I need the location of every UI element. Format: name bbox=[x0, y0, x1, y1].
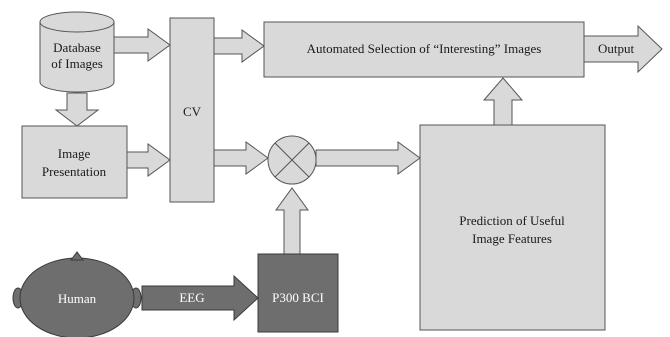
presentation-label-line2: Presentation bbox=[42, 164, 107, 179]
automated-selection-node: Automated Selection of “Interesting” Ima… bbox=[263, 21, 585, 78]
p300-label: P300 BCI bbox=[272, 290, 324, 305]
arrow-presentation-to-cv bbox=[126, 143, 171, 177]
eeg-label: EEG bbox=[179, 290, 204, 305]
automated-selection-label: Automated Selection of “Interesting” Ima… bbox=[307, 41, 542, 56]
prediction-node: Prediction of Useful Image Features bbox=[419, 124, 606, 331]
prediction-label-line1: Prediction of Useful bbox=[459, 213, 565, 228]
p300-bci-node: P300 BCI bbox=[257, 253, 339, 333]
human-label: Human bbox=[58, 291, 97, 306]
output-label: Output bbox=[598, 41, 635, 56]
image-presentation-node: Image Presentation bbox=[21, 125, 128, 199]
arrow-multiplier-to-prediction bbox=[315, 141, 421, 175]
cv-node: CV bbox=[169, 17, 215, 203]
arrow-cv-to-selection bbox=[213, 29, 265, 63]
multiplier-node bbox=[267, 135, 317, 185]
arrow-prediction-to-selection bbox=[482, 77, 524, 126]
presentation-label-line1: Image bbox=[58, 146, 91, 161]
cv-label: CV bbox=[183, 104, 202, 119]
human-node: Human bbox=[12, 251, 142, 337]
eeg-arrow: EEG bbox=[141, 274, 259, 322]
database-of-images-node: Database of Images bbox=[39, 11, 115, 93]
arrow-cv-to-multiplier bbox=[213, 141, 269, 175]
human-nose bbox=[70, 251, 84, 261]
arrow-database-to-presentation bbox=[54, 92, 100, 127]
arrow-database-to-cv bbox=[113, 28, 171, 62]
prediction-label-line2: Image Features bbox=[472, 231, 552, 246]
output-arrow: Output bbox=[583, 24, 663, 74]
arrow-p300-to-multiplier bbox=[275, 187, 309, 255]
database-label-line2: of Images bbox=[51, 56, 103, 71]
database-label-line1: Database bbox=[53, 40, 101, 55]
